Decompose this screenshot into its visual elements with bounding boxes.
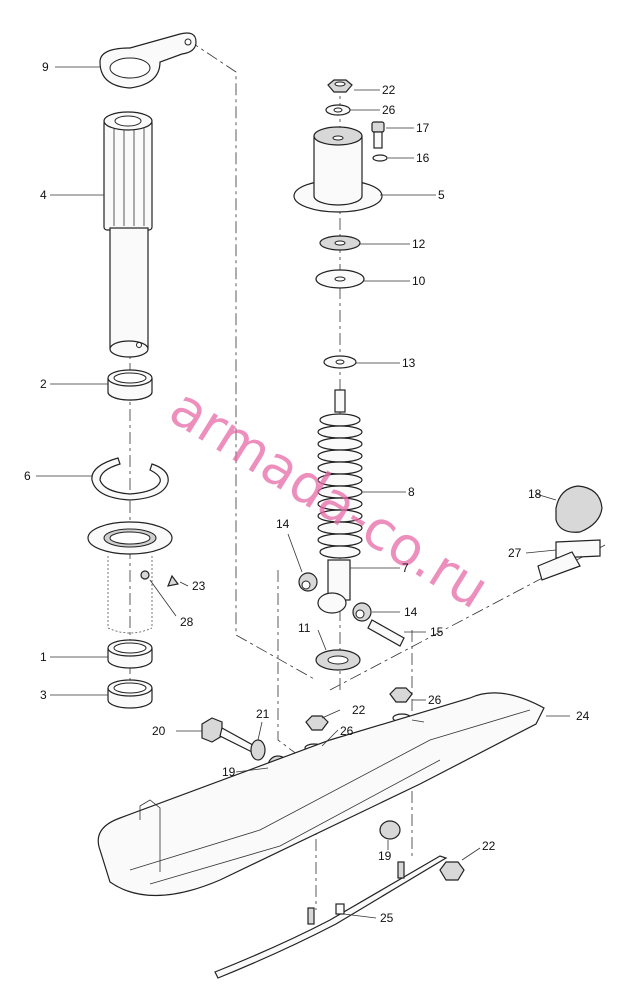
callout-27: 27	[508, 546, 522, 560]
callout-15: 15	[430, 625, 444, 639]
part-18-handle	[555, 485, 603, 533]
part-6-circlip	[91, 457, 169, 501]
callout-7: 7	[402, 561, 409, 575]
part-25-runner	[214, 855, 448, 979]
callout-14-left: 14	[276, 517, 290, 531]
callout-14-right: 14	[404, 605, 418, 619]
part-1-bearing	[107, 639, 153, 669]
callout-3: 3	[40, 688, 47, 702]
callout-23: 23	[192, 579, 206, 593]
callout-10: 10	[412, 274, 426, 288]
callout-20: 20	[152, 724, 166, 738]
part-7-lower-mount	[317, 559, 351, 614]
part-5-spring-cup	[293, 126, 383, 213]
callout-28: 28	[180, 615, 194, 629]
callout-19-right: 19	[378, 849, 392, 863]
callout-16: 16	[416, 151, 430, 165]
part-15-pin	[367, 619, 405, 647]
part-22-nut-mid-left	[305, 715, 329, 731]
callout-22-mid-left: 22	[352, 703, 366, 717]
callout-9: 9	[42, 60, 49, 74]
callout-1: 1	[40, 650, 47, 664]
part-17-bolt	[371, 121, 385, 149]
callout-26-top: 26	[382, 103, 396, 117]
callout-12: 12	[412, 237, 426, 251]
callout-5: 5	[438, 188, 445, 202]
callout-6: 6	[24, 469, 31, 483]
part-3-bearing	[107, 679, 153, 709]
part-8-shock-absorber	[317, 389, 363, 559]
part-14-bushing-left	[298, 572, 318, 592]
part-28-housing	[87, 521, 173, 634]
callout-19-left: 19	[222, 765, 236, 779]
part-2-bushing	[107, 369, 153, 401]
part-16-washer	[372, 154, 388, 162]
callout-labels: 9 4 2 6 1 3 22 26 17 16 5 12 10 13 8 7 1…	[24, 60, 590, 925]
part-24-ski	[97, 692, 545, 897]
callout-4: 4	[40, 188, 47, 202]
callout-2: 2	[40, 377, 47, 391]
callout-26-mid-right: 26	[428, 693, 442, 707]
callout-18: 18	[528, 487, 542, 501]
callout-22-bottom: 22	[482, 839, 496, 853]
leader-lines	[36, 66, 570, 919]
part-22-nut-top	[327, 79, 353, 93]
part-26-washer-top	[325, 104, 351, 116]
callout-22-top: 22	[382, 83, 396, 97]
callout-11: 11	[298, 621, 311, 635]
part-19-bushing-right	[379, 820, 401, 840]
part-23-fitting	[167, 574, 180, 587]
callout-21: 21	[256, 707, 270, 721]
part-27-plate	[537, 539, 601, 581]
part-21-washer	[250, 739, 266, 761]
callout-26-mid-left: 26	[340, 724, 354, 738]
callout-17: 17	[416, 121, 430, 135]
part-22-nut-bottom	[439, 861, 465, 881]
callout-13: 13	[402, 356, 416, 370]
part-14-bushing-right	[352, 602, 372, 622]
part-10-plate	[315, 269, 365, 289]
part-22-nut-mid-right	[389, 687, 413, 703]
callout-24: 24	[576, 709, 590, 723]
callout-8: 8	[408, 485, 415, 499]
part-9-spanner-wrench	[99, 32, 197, 89]
part-12-washer	[319, 235, 361, 251]
callout-25: 25	[380, 911, 394, 925]
part-13-washer	[323, 355, 357, 369]
part-11-spacer	[315, 649, 361, 671]
part-4-spline-shaft	[103, 111, 153, 358]
